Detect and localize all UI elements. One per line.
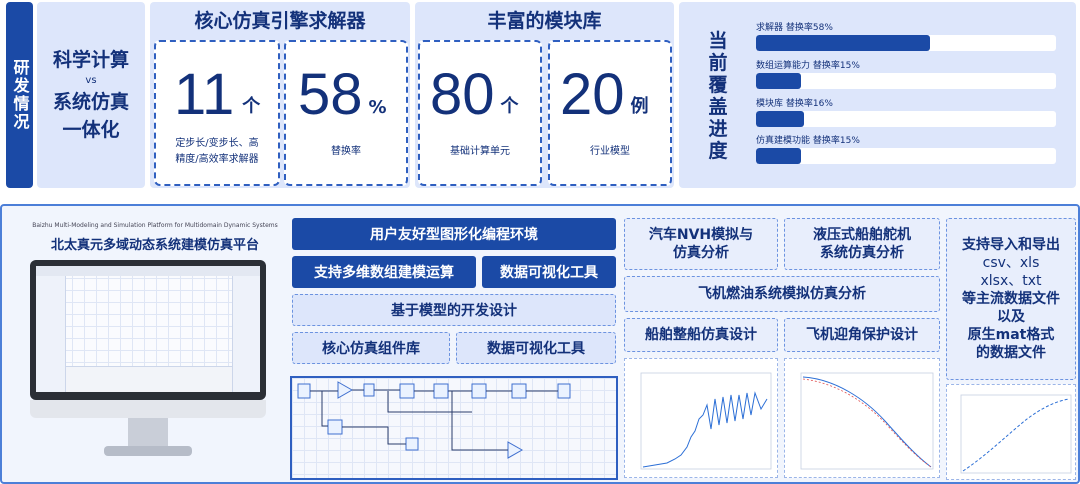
industry-models-desc: 行业模型 bbox=[590, 146, 630, 157]
coverage-title: 当前覆盖进度 bbox=[708, 30, 728, 162]
hydraulic-plot-thumbnail bbox=[784, 358, 940, 478]
coverage-fill-modeling bbox=[756, 148, 801, 164]
replace-rate-unit: % bbox=[368, 97, 387, 118]
app-car-nvh[interactable]: 汽车NVH模拟与 仿真分析 bbox=[624, 218, 778, 270]
diagram-block bbox=[399, 383, 415, 399]
diagram-block bbox=[511, 383, 527, 399]
replace-rate-number: 58 bbox=[298, 62, 363, 127]
sci-line3: 一体化 bbox=[62, 119, 120, 141]
app-aoa-protection[interactable]: 飞机迎角保护设计 bbox=[784, 318, 940, 352]
sci-sim-panel: 科学计算 vs 系统仿真 一体化 bbox=[37, 2, 145, 188]
diagram-block bbox=[471, 383, 487, 399]
coverage-label-modeling: 仿真建模功能 替换率15% bbox=[756, 136, 860, 146]
diagram-block bbox=[363, 383, 375, 397]
solver-title: 核心仿真引擎求解器 bbox=[194, 10, 366, 32]
industry-models-number: 20 bbox=[560, 62, 625, 127]
multi-dim-array-button[interactable]: 支持多维数组建模运算 bbox=[292, 256, 476, 288]
coverage-track-array bbox=[756, 73, 1056, 89]
platform-title: 北太真元多域动态系统建模仿真平台 bbox=[50, 238, 259, 253]
diagram-block bbox=[327, 419, 343, 435]
solver-count-desc1: 定步长/变步长、高 bbox=[175, 138, 259, 149]
gui-env-button[interactable]: 用户友好型图形化编程环境 bbox=[292, 218, 616, 250]
app-car-nvh-line2: 仿真分析 bbox=[673, 245, 729, 261]
data-viz-button-1[interactable]: 数据可视化工具 bbox=[482, 256, 616, 288]
core-sim-lib-button[interactable]: 核心仿真组件库 bbox=[292, 332, 450, 364]
diagram-block bbox=[297, 383, 311, 399]
solver-count-unit: 个 bbox=[242, 96, 261, 117]
app-hydraulic-steering[interactable]: 液压式船舶舵机 系统仿真分析 bbox=[784, 218, 940, 270]
rd-vertical-label: 研发情况 bbox=[6, 2, 33, 188]
diagram-block bbox=[557, 383, 571, 399]
solver-count-desc2: 精度/高效率求解器 bbox=[175, 154, 259, 165]
diagram-block bbox=[405, 437, 419, 451]
units-desc: 基础计算单元 bbox=[450, 146, 510, 157]
app-hydraulic-line2: 系统仿真分析 bbox=[820, 245, 904, 261]
sci-vs: vs bbox=[85, 75, 97, 86]
io-line3: xlsx、txt bbox=[980, 273, 1042, 289]
io-line7: 的数据文件 bbox=[976, 345, 1046, 361]
coverage-fill-library bbox=[756, 111, 804, 127]
coverage-fill-solver bbox=[756, 35, 930, 51]
app-hydraulic-line1: 液压式船舶舵机 bbox=[813, 227, 911, 243]
io-line5: 以及 bbox=[997, 309, 1025, 325]
coverage-track-modeling bbox=[756, 148, 1056, 164]
coverage-label-solver: 求解器 替换率58% bbox=[756, 23, 833, 33]
diagram-gain bbox=[337, 381, 354, 399]
io-line4: 等主流数据文件 bbox=[962, 291, 1060, 307]
block-diagram-canvas bbox=[290, 376, 618, 480]
industry-models-card: 20 例 行业模型 bbox=[548, 40, 672, 186]
coverage-label-library: 模块库 替换率16% bbox=[756, 99, 833, 109]
industry-models-unit: 例 bbox=[630, 96, 649, 117]
app-aircraft-fuel[interactable]: 飞机燃油系统模拟仿真分析 bbox=[624, 276, 940, 312]
diagram-block bbox=[433, 383, 449, 399]
coverage-track-library bbox=[756, 111, 1056, 127]
io-line1: 支持导入和导出 bbox=[962, 237, 1060, 253]
io-plot-thumbnail bbox=[946, 384, 1076, 480]
nvh-plot-thumbnail bbox=[624, 358, 778, 478]
coverage-label-array: 数组运算能力 替换率15% bbox=[756, 61, 860, 71]
data-viz-button-2[interactable]: 数据可视化工具 bbox=[456, 332, 616, 364]
solver-count-number: 11 bbox=[174, 62, 235, 127]
import-export-card: 支持导入和导出 csv、xls xlsx、txt 等主流数据文件 以及 原生ma… bbox=[946, 218, 1076, 380]
units-number: 80 bbox=[430, 62, 495, 127]
io-line2: csv、xls bbox=[982, 255, 1040, 271]
sci-line2: 系统仿真 bbox=[52, 91, 129, 113]
app-car-nvh-line1: 汽车NVH模拟与 bbox=[648, 227, 754, 243]
sci-line1: 科学计算 bbox=[52, 49, 129, 71]
replace-rate-card: 58 % 替换率 bbox=[284, 40, 408, 186]
model-dev-button[interactable]: 基于模型的开发设计 bbox=[292, 294, 616, 326]
platform-subtitle: Baizhu Multi-Modeling and Simulation Pla… bbox=[32, 222, 278, 229]
monitor-illustration bbox=[30, 260, 266, 470]
library-title: 丰富的模块库 bbox=[487, 10, 602, 32]
io-line6: 原生mat格式 bbox=[967, 327, 1055, 343]
coverage-track-solver bbox=[756, 35, 1056, 51]
replace-rate-desc: 替换率 bbox=[331, 146, 361, 157]
monitor-screen bbox=[36, 266, 260, 392]
app-ship-sim[interactable]: 船舶整船仿真设计 bbox=[624, 318, 778, 352]
units-card: 80 个 基础计算单元 bbox=[418, 40, 542, 186]
coverage-fill-array bbox=[756, 73, 801, 89]
solver-count-card: 11 个 定步长/变步长、高 精度/高效率求解器 bbox=[154, 40, 280, 186]
diagram-gain bbox=[507, 441, 524, 459]
units-unit: 个 bbox=[500, 96, 519, 117]
